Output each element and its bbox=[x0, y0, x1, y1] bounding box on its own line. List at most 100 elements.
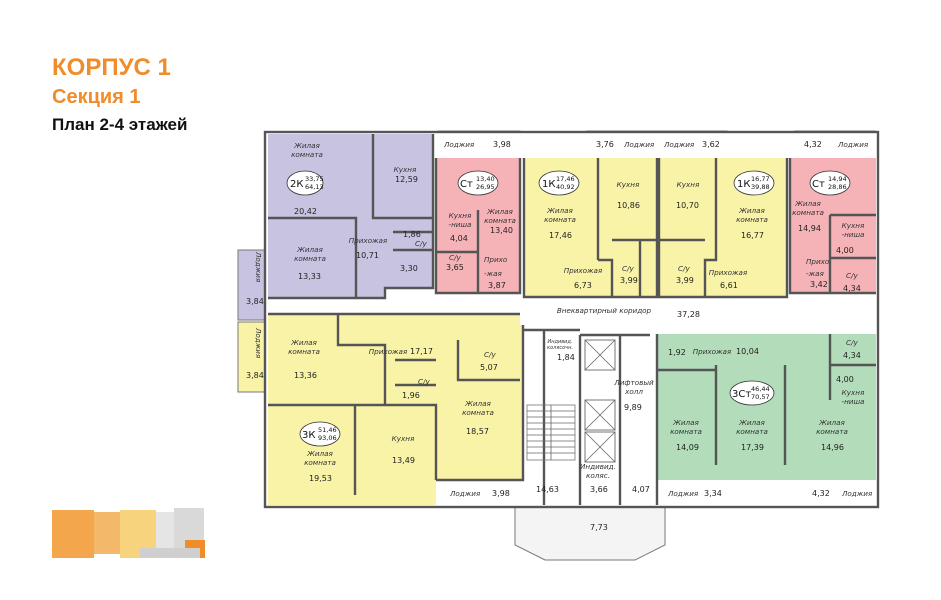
svg-text:14,63: 14,63 bbox=[536, 485, 559, 494]
svg-text:3,34: 3,34 bbox=[704, 489, 722, 498]
svg-text:12,59: 12,59 bbox=[395, 175, 418, 184]
svg-text:коляс.: коляс. bbox=[586, 471, 610, 480]
svg-text:10,86: 10,86 bbox=[617, 201, 640, 210]
svg-text:1К: 1К bbox=[737, 179, 750, 190]
section-title: Секция 1 bbox=[52, 86, 141, 108]
svg-text:17,46: 17,46 bbox=[549, 231, 572, 240]
svg-text:Лоджия: Лоджия bbox=[443, 140, 475, 149]
svg-text:4,34: 4,34 bbox=[843, 351, 861, 360]
svg-text:1,96: 1,96 bbox=[402, 391, 420, 400]
svg-text:3,99: 3,99 bbox=[676, 276, 694, 285]
svg-text:4,07: 4,07 bbox=[632, 485, 650, 494]
svg-text:С/у: С/у bbox=[678, 264, 690, 273]
svg-text:3,84: 3,84 bbox=[246, 371, 264, 380]
svg-text:20,42: 20,42 bbox=[294, 207, 317, 216]
svg-text:Лоджия: Лоджия bbox=[254, 327, 263, 359]
badge-3k: 3К 51,46 93,06 bbox=[299, 421, 341, 447]
svg-text:3,98: 3,98 bbox=[493, 140, 511, 149]
svg-text:Жилая: Жилая bbox=[486, 207, 513, 216]
svg-text:4,04: 4,04 bbox=[450, 234, 468, 243]
svg-text:10,04: 10,04 bbox=[736, 347, 759, 356]
svg-text:3,99: 3,99 bbox=[620, 276, 638, 285]
svg-text:5,07: 5,07 bbox=[480, 363, 498, 372]
svg-text:Жилая: Жилая bbox=[672, 418, 699, 427]
badge-2k: 2К 33,75 64,13 bbox=[286, 170, 324, 196]
svg-text:комната: комната bbox=[462, 408, 494, 417]
svg-text:1,92: 1,92 bbox=[668, 348, 686, 357]
svg-text:Жилая: Жилая bbox=[464, 399, 491, 408]
svg-text:Индивид.: Индивид. bbox=[548, 339, 573, 345]
site-thumbnail bbox=[52, 508, 205, 558]
svg-text:14,09: 14,09 bbox=[676, 443, 699, 452]
svg-text:С/у: С/у bbox=[484, 350, 496, 359]
badge-st2: Ст 14,94 28,86 bbox=[809, 170, 851, 196]
svg-text:Кухня: Кухня bbox=[449, 211, 472, 220]
svg-text:комната: комната bbox=[291, 150, 323, 159]
svg-text:6,61: 6,61 bbox=[720, 281, 738, 290]
svg-text:комната: комната bbox=[736, 215, 768, 224]
svg-text:-ниша: -ниша bbox=[449, 220, 472, 229]
stairs bbox=[526, 404, 576, 461]
svg-text:3,30: 3,30 bbox=[400, 264, 418, 273]
svg-text:4,00: 4,00 bbox=[836, 246, 854, 255]
svg-text:3,84: 3,84 bbox=[246, 297, 264, 306]
svg-text:Ст: Ст bbox=[460, 179, 473, 190]
svg-text:комната: комната bbox=[544, 215, 576, 224]
svg-text:-жая: -жая bbox=[806, 269, 824, 278]
svg-text:Жилая: Жилая bbox=[546, 206, 573, 215]
svg-text:холл: холл bbox=[624, 387, 643, 396]
svg-text:13,33: 13,33 bbox=[298, 272, 321, 281]
badge-1k-right: 1К 16,77 39,88 bbox=[733, 170, 775, 196]
svg-text:Прихожая: Прихожая bbox=[369, 347, 408, 356]
svg-text:колясочн.: колясочн. bbox=[547, 345, 573, 351]
svg-text:7,73: 7,73 bbox=[590, 523, 608, 532]
svg-text:Ст: Ст bbox=[812, 179, 825, 190]
svg-text:3,98: 3,98 bbox=[492, 489, 510, 498]
svg-text:13,40: 13,40 bbox=[476, 175, 495, 183]
svg-text:13,36: 13,36 bbox=[294, 371, 317, 380]
svg-text:Кухня: Кухня bbox=[842, 221, 865, 230]
loggia-labels: Лоджия 3,98 3,76 Лоджия Лоджия 3,62 4,32… bbox=[246, 140, 873, 498]
svg-text:16,77: 16,77 bbox=[751, 175, 770, 183]
svg-text:19,53: 19,53 bbox=[309, 474, 332, 483]
svg-text:10,70: 10,70 bbox=[676, 201, 699, 210]
svg-text:17,39: 17,39 bbox=[741, 443, 764, 452]
svg-text:40,92: 40,92 bbox=[556, 183, 575, 191]
apartment-3k bbox=[268, 314, 523, 505]
svg-text:3,76: 3,76 bbox=[596, 140, 614, 149]
svg-text:-ниша: -ниша bbox=[842, 230, 865, 239]
svg-text:39,88: 39,88 bbox=[751, 183, 770, 191]
svg-text:33,75: 33,75 bbox=[305, 175, 324, 183]
svg-text:14,94: 14,94 bbox=[798, 224, 821, 233]
svg-text:С/у: С/у bbox=[415, 239, 427, 248]
svg-text:17,17: 17,17 bbox=[410, 347, 433, 356]
svg-text:4,34: 4,34 bbox=[843, 284, 861, 293]
svg-text:3,62: 3,62 bbox=[702, 140, 720, 149]
svg-text:3,87: 3,87 bbox=[488, 281, 506, 290]
svg-text:Кухня: Кухня bbox=[617, 180, 640, 189]
svg-text:С/у: С/у bbox=[418, 377, 430, 386]
svg-text:1,84: 1,84 bbox=[557, 353, 575, 362]
svg-text:комната: комната bbox=[484, 216, 516, 225]
svg-text:64,13: 64,13 bbox=[305, 183, 324, 191]
svg-text:Индивид.: Индивид. bbox=[580, 462, 616, 471]
svg-text:51,46: 51,46 bbox=[318, 426, 337, 434]
svg-text:комната: комната bbox=[736, 427, 768, 436]
svg-text:Лоджия: Лоджия bbox=[254, 251, 263, 283]
svg-text:Кухня: Кухня bbox=[394, 165, 417, 174]
svg-text:Кухня: Кухня bbox=[842, 388, 865, 397]
room-labels: Жилая комната 20,42 Кухня 12,59 Жилая ко… bbox=[288, 141, 865, 532]
svg-text:Жилая: Жилая bbox=[818, 418, 845, 427]
svg-text:28,86: 28,86 bbox=[828, 183, 847, 191]
svg-text:С/у: С/у bbox=[846, 338, 858, 347]
svg-text:13,40: 13,40 bbox=[490, 226, 513, 235]
svg-text:Прихожая: Прихожая bbox=[349, 236, 388, 245]
svg-text:Лоджия: Лоджия bbox=[623, 140, 655, 149]
badge-3st: 3Ст 46,44 70,57 bbox=[729, 380, 775, 406]
svg-text:13,49: 13,49 bbox=[392, 456, 415, 465]
svg-text:комната: комната bbox=[816, 427, 848, 436]
svg-text:3,42: 3,42 bbox=[810, 280, 828, 289]
svg-text:С/у: С/у bbox=[622, 264, 634, 273]
svg-text:Лоджия: Лоджия bbox=[663, 140, 695, 149]
svg-text:Жилая: Жилая bbox=[290, 338, 317, 347]
